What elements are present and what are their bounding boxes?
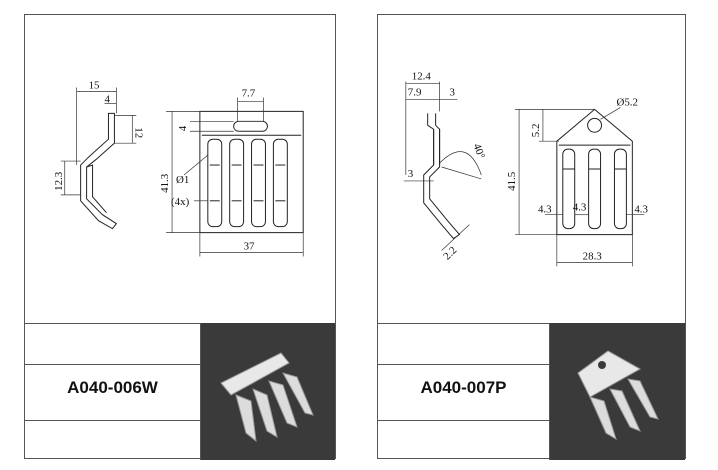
technical-drawing-a040-007p: 12.4 7.9 3 40° 3 2.2 Ø — [403, 71, 649, 267]
product-card-a040-007p: 12.4 7.9 3 40° 3 2.2 Ø — [377, 14, 686, 460]
technical-drawing-a040-006w: 15 4 12 12.3 — [53, 80, 304, 257]
side-dimensions: 12.4 7.9 3 40° 3 2.2 — [403, 71, 488, 263]
dim-37: 37 — [244, 240, 255, 252]
side-profile-view — [423, 113, 461, 240]
part-number: A040-006W — [67, 378, 158, 397]
dim-12-4: 12.4 — [412, 71, 432, 83]
dim-3-side: 3 — [408, 168, 414, 180]
dim-2-2: 2.2 — [441, 244, 459, 262]
front-dimensions: 7.7 4 41.3 Ø1 (4x) 37 — [159, 87, 304, 257]
dim-4-3-b: 4.3 — [573, 202, 587, 214]
dim-41-3: 41.3 — [159, 173, 171, 193]
dim-7-7: 7.7 — [242, 87, 256, 99]
part-render-image — [220, 352, 314, 443]
dim-15: 15 — [89, 80, 100, 92]
dim-28-3: 28.3 — [583, 250, 603, 262]
front-view — [556, 108, 633, 236]
dim-4-side: 4 — [177, 125, 189, 131]
dim-40-deg: 40° — [471, 142, 488, 160]
dim-4x: (4x) — [171, 196, 190, 208]
front-view — [199, 110, 304, 234]
dim-7-9: 7.9 — [408, 86, 422, 98]
dim-3-top: 3 — [450, 86, 456, 98]
part-number: A040-007P — [420, 378, 507, 397]
dim-41-5: 41.5 — [506, 171, 518, 191]
dim-4-top: 4 — [104, 93, 110, 105]
dim-4-3-a: 4.3 — [538, 204, 552, 216]
side-profile-view — [80, 112, 118, 230]
dim-4-3-c: 4.3 — [634, 204, 648, 216]
dim-5-2: 5.2 — [530, 124, 542, 138]
product-photo-a040-006w — [201, 323, 335, 460]
dim-phi-5-2: Ø5.2 — [616, 96, 638, 108]
dim-phi-1: Ø1 — [176, 174, 189, 186]
product-card-a040-006w: 15 4 12 12.3 — [24, 14, 336, 460]
part-number-box: A040-006W — [25, 323, 201, 460]
front-dimensions: Ø5.2 5.2 41.5 4.3 4.3 4.3 28.3 — [506, 96, 649, 267]
dim-12-3: 12.3 — [53, 171, 65, 191]
part-render-image — [577, 350, 659, 441]
part-number-box: A040-007P — [378, 323, 550, 460]
dim-12: 12 — [132, 127, 144, 138]
product-photo-a040-007p — [550, 323, 685, 460]
side-dimensions: 15 4 12 12.3 — [53, 80, 144, 196]
